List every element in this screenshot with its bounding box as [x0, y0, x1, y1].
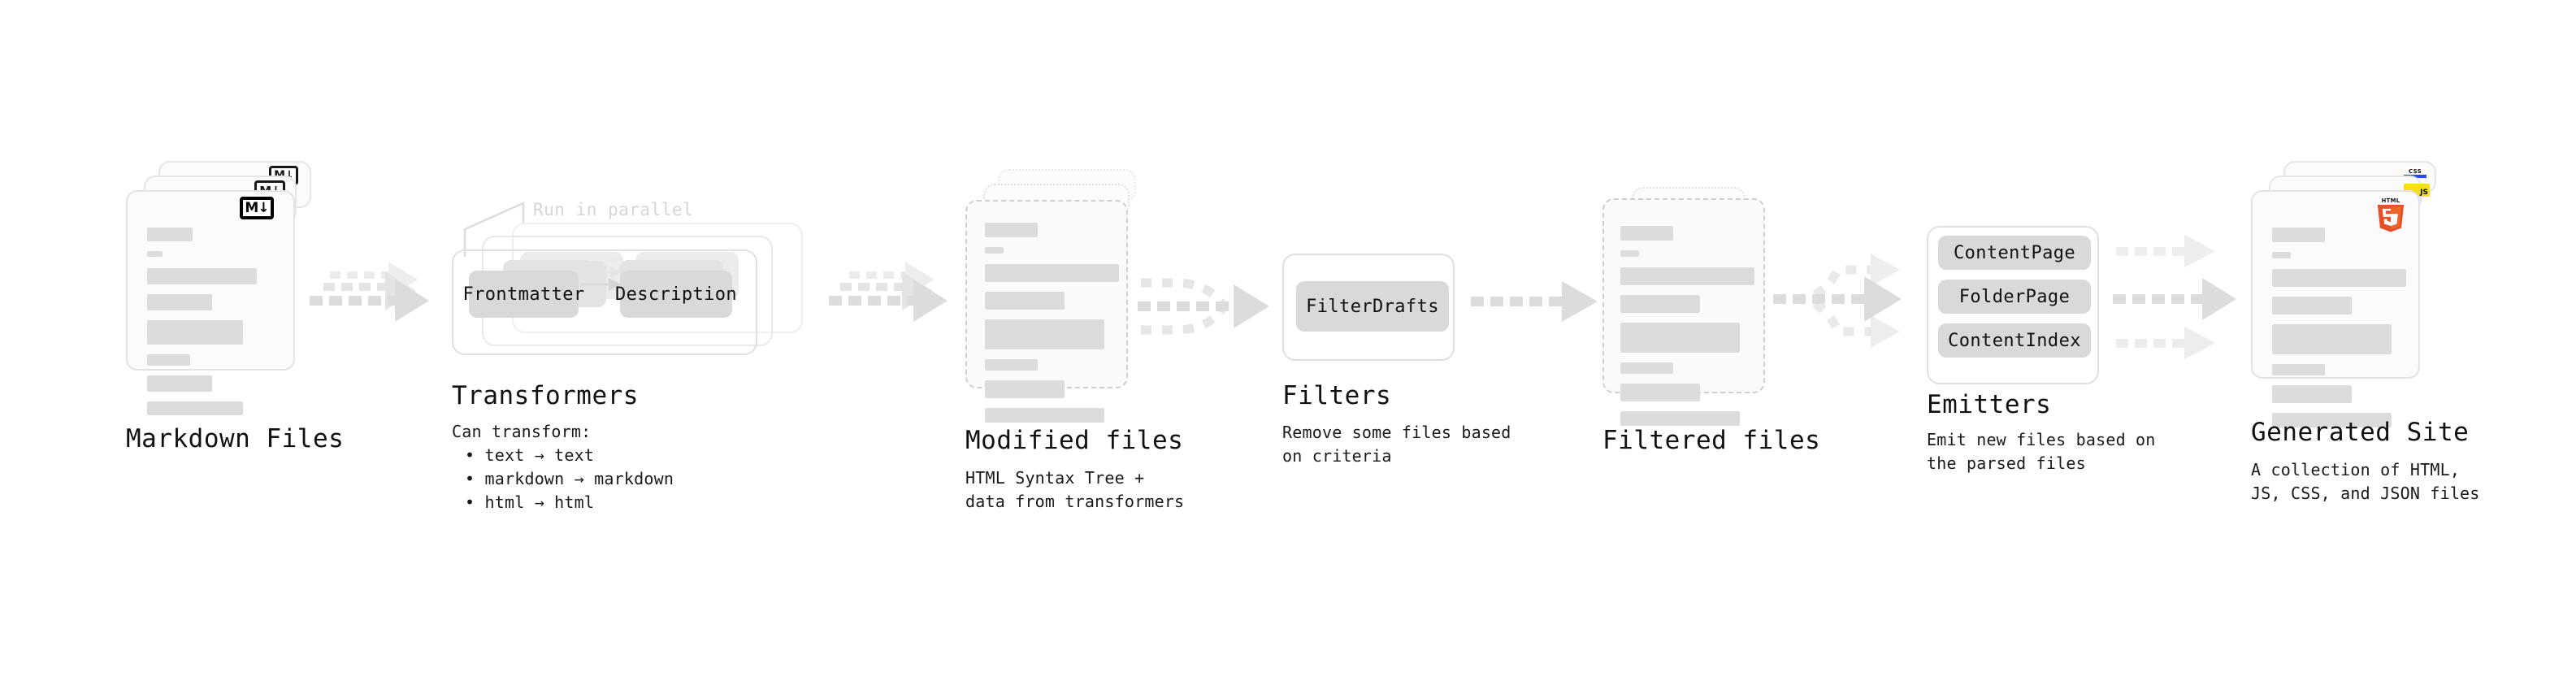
markdown-card-front: [126, 190, 295, 415]
emitter-pill-contentpage[interactable]: ContentPage: [1938, 236, 2091, 270]
content-line: [1620, 323, 1740, 353]
content-line: [2272, 364, 2325, 375]
content-line: [1620, 362, 1673, 374]
arrow-filtered-to-emitters: [1773, 254, 1902, 348]
stage-title-generated-site: Generated Site: [2251, 418, 2470, 447]
transformer-bullet-0: • text → text: [465, 445, 595, 465]
content-line: [985, 264, 1119, 282]
stage-title-filters: Filters: [1282, 381, 1392, 410]
stage-desc-filters: Remove some files based on criteria: [1282, 423, 1511, 466]
content-line: [147, 354, 190, 366]
content-line: [147, 294, 212, 310]
run-in-parallel-bracket: [463, 202, 525, 257]
filter-pill-filterdrafts[interactable]: FilterDrafts: [1296, 281, 1449, 332]
emitter-pill-folderpage[interactable]: FolderPage: [1938, 280, 2091, 314]
arrow-modified-to-filters: [1138, 278, 1269, 335]
arrow-transformers-to-modified: [829, 262, 948, 322]
content-line: [147, 320, 243, 345]
transformer-inner-arrows: [581, 254, 623, 292]
content-line: [1620, 226, 1673, 241]
arrow-markdown-to-transformers: [310, 262, 429, 322]
emitter-pill-contentindex[interactable]: ContentIndex: [1938, 323, 2091, 358]
content-line: [147, 375, 212, 392]
content-line: [147, 401, 243, 415]
content-line: [1620, 267, 1754, 285]
site-card-lines: [2272, 228, 2406, 437]
arrow-filters-to-filtered: [1471, 281, 1598, 322]
transformer-bullet-text: markdown → markdown: [484, 469, 674, 488]
markdown-card-lines: [147, 228, 277, 425]
modified-card-front: [965, 200, 1128, 423]
content-line: [147, 268, 257, 284]
content-line: [985, 223, 1038, 237]
transformer-bullet-text: text → text: [484, 445, 595, 465]
content-line: [985, 380, 1065, 398]
content-line: [2272, 413, 2392, 427]
stage-title-modified-files: Modified files: [965, 426, 1184, 455]
stage-title-filtered-files: Filtered files: [1602, 426, 1821, 455]
content-line: [985, 247, 1004, 254]
transformer-group-front: [452, 249, 757, 355]
content-line: [1620, 411, 1740, 426]
emitters-group-box: [1927, 226, 2099, 384]
html5-icon: HTML: [2377, 197, 2405, 232]
stage-desc-generated-site: A collection of HTML, JS, CSS, and JSON …: [2251, 460, 2480, 503]
svg-text:HTML: HTML: [2382, 197, 2400, 204]
markdown-badge: M↓: [240, 197, 274, 219]
transformer-pill-description[interactable]: Description: [615, 271, 737, 318]
content-line: [2272, 385, 2352, 403]
transformer-bullet-2: • html → html: [465, 492, 595, 512]
arrow-emitters-to-site: [2113, 235, 2236, 359]
stage-title-transformers: Transformers: [452, 381, 639, 410]
content-line: [2272, 324, 2392, 354]
content-line: [2272, 297, 2352, 314]
stage-title-emitters: Emitters: [1927, 390, 2052, 419]
stage-desc-modified-files: HTML Syntax Tree + data from transformer…: [965, 468, 1185, 511]
stage-title-markdown-files: Markdown Files: [126, 424, 345, 453]
stage-desc-transformers: Can transform:: [452, 422, 592, 441]
modified-card-lines: [985, 223, 1119, 432]
content-line: [2272, 228, 2325, 242]
content-line: [2272, 252, 2291, 258]
content-line: [985, 359, 1038, 371]
content-line: [1620, 250, 1639, 257]
stage-desc-emitters: Emit new files based on the parsed files: [1927, 430, 2156, 473]
run-in-parallel-label: Run in parallel: [533, 200, 694, 219]
content-line: [985, 408, 1104, 423]
content-line: [1620, 295, 1700, 313]
content-line: [2272, 269, 2406, 287]
transformer-bullet-1: • markdown → markdown: [465, 469, 674, 488]
filters-group-box: [1282, 254, 1455, 361]
content-line: [147, 251, 163, 257]
transformer-pill-frontmatter[interactable]: Frontmatter: [462, 271, 584, 318]
filtered-card-lines: [1620, 226, 1754, 436]
content-line: [147, 228, 193, 241]
content-line: [985, 319, 1104, 349]
filtered-card-front: [1602, 198, 1765, 426]
transformer-bullet-text: html → html: [484, 492, 595, 512]
content-line: [985, 292, 1065, 310]
content-line: [1620, 384, 1700, 401]
